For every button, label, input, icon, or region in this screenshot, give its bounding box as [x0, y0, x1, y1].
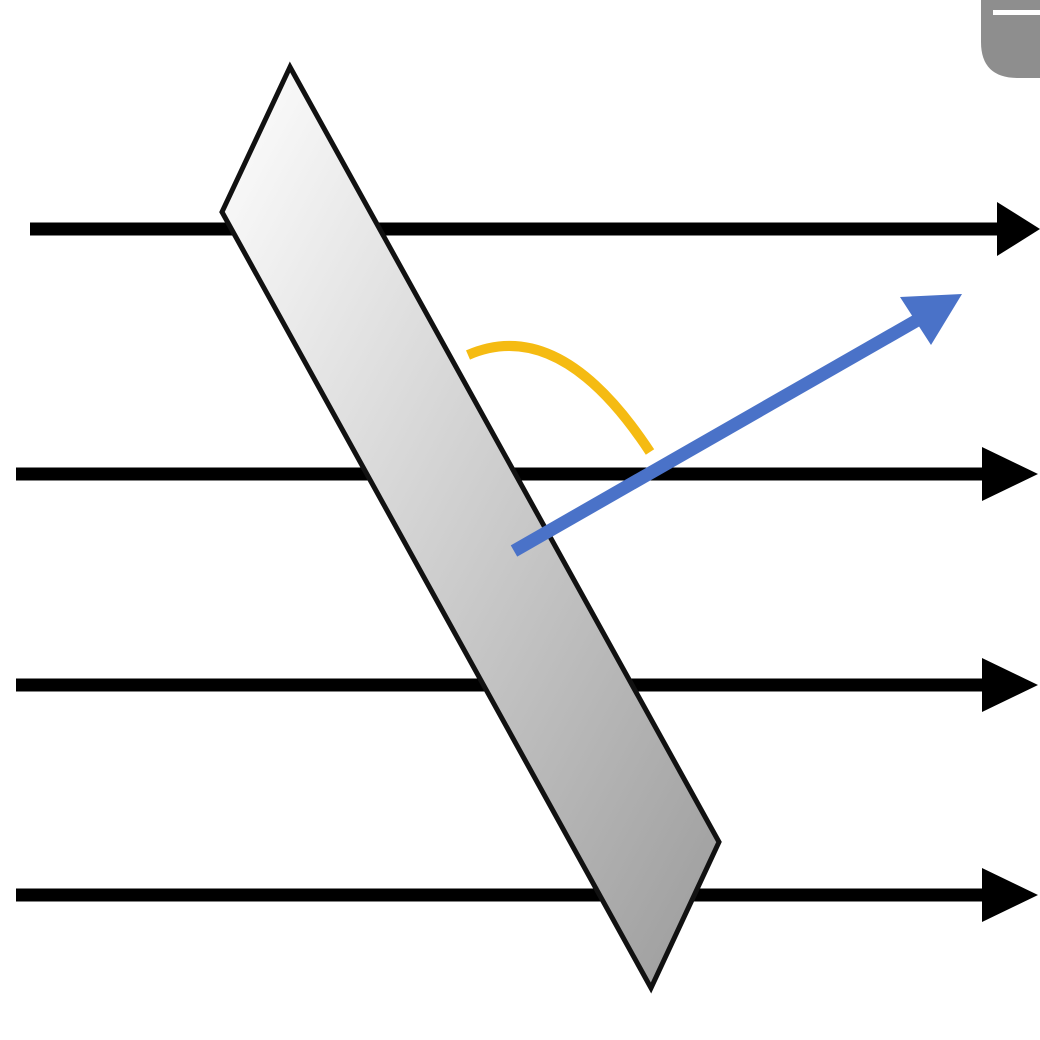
badge-stripe [993, 10, 1040, 15]
field-line-4 [16, 868, 1038, 922]
corner-badge [981, 0, 1040, 78]
normal-vector-arrow [510, 294, 962, 557]
field-line-1 [30, 202, 1040, 256]
angle-arc [466, 341, 655, 455]
bookmark-icon [981, 0, 1040, 78]
surface-plate [219, 61, 722, 994]
